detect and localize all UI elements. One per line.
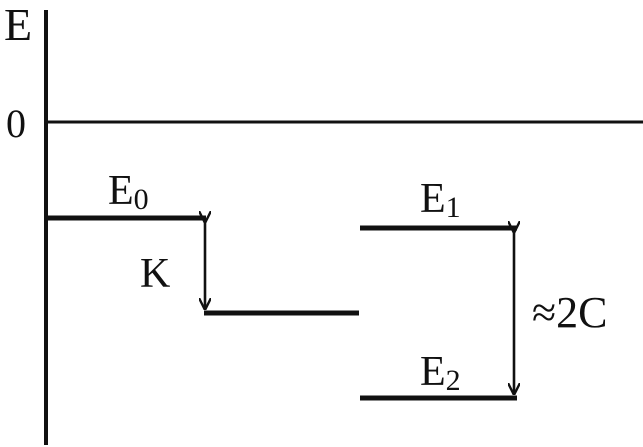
- two-c-label: ≈2C: [532, 288, 608, 337]
- label-e2-sub: 2: [446, 364, 461, 397]
- label-e2-base: E: [420, 349, 446, 395]
- label-e0: E0: [108, 168, 149, 216]
- label-e1-base: E: [420, 176, 446, 222]
- label-e1: E1: [420, 176, 461, 224]
- label-e0-sub: 0: [134, 183, 149, 216]
- axis-label-e: E: [4, 0, 32, 50]
- zero-label: 0: [6, 101, 26, 146]
- label-e1-sub: 1: [446, 191, 461, 224]
- label-e2: E2: [420, 349, 461, 397]
- k-label: K: [140, 251, 170, 297]
- label-e0-base: E: [108, 168, 134, 214]
